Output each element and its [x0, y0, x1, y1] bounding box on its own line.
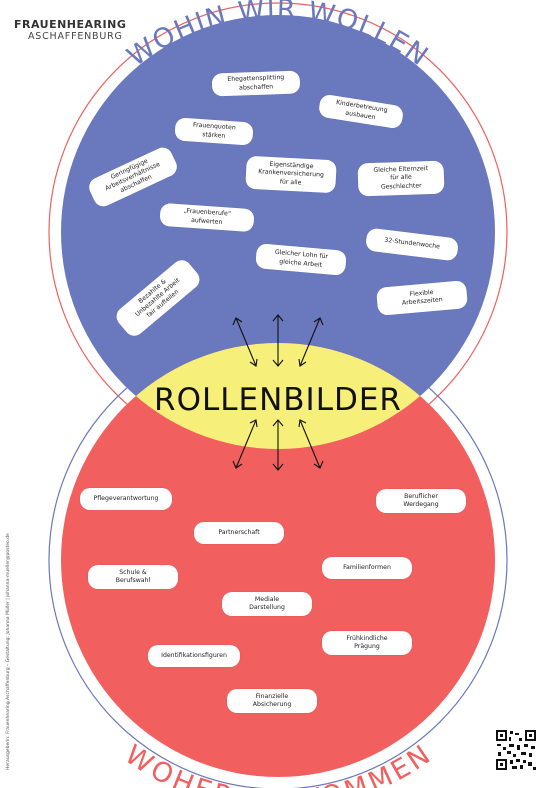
center-label: ROLLENBILDER [154, 382, 402, 418]
arrow-down-right [298, 419, 324, 469]
origin-pill: Finanzielle Absicherung [227, 689, 317, 713]
origin-pill: Frühkindliche Prägung [322, 631, 412, 655]
arrow-down-center [272, 419, 284, 471]
arrow-down-left [232, 419, 258, 469]
arrow-up-right [298, 317, 324, 367]
arrow-up-left [232, 317, 258, 367]
arrows-up [232, 314, 324, 367]
origin-pill: Familienformen [322, 557, 412, 579]
goal-pill: Eigenständige Krankenversicherung für al… [245, 155, 337, 194]
origin-pill: Identifikationsfiguren [148, 645, 240, 667]
arrows-down [232, 419, 324, 471]
logo: FRAUENHEARING ASCHAFFENBURG [14, 18, 154, 58]
arrow-up-center [272, 314, 284, 367]
origin-pill: Partnerschaft [194, 522, 284, 544]
origin-pill: Schule & Berufswahl [88, 565, 178, 589]
goal-pill: Ehegattensplitting abschaffen [211, 70, 301, 97]
qr-code [495, 729, 537, 771]
logo-title: FRAUENHEARING [14, 18, 127, 31]
bottom-circle [61, 343, 495, 777]
credit-line: Herausgeberin: Frauenhearing Aschaffenbu… [6, 533, 11, 770]
origin-pill: Mediale Darstellung [222, 592, 312, 616]
origin-pill: Pflegeverantwortung [80, 488, 172, 510]
origin-pill: Beruflicher Werdegang [376, 489, 466, 513]
logo-subtitle: ASCHAFFENBURG [28, 31, 123, 42]
goal-pill: Gleiche Elternzeit für alle Geschlechter [357, 160, 445, 197]
